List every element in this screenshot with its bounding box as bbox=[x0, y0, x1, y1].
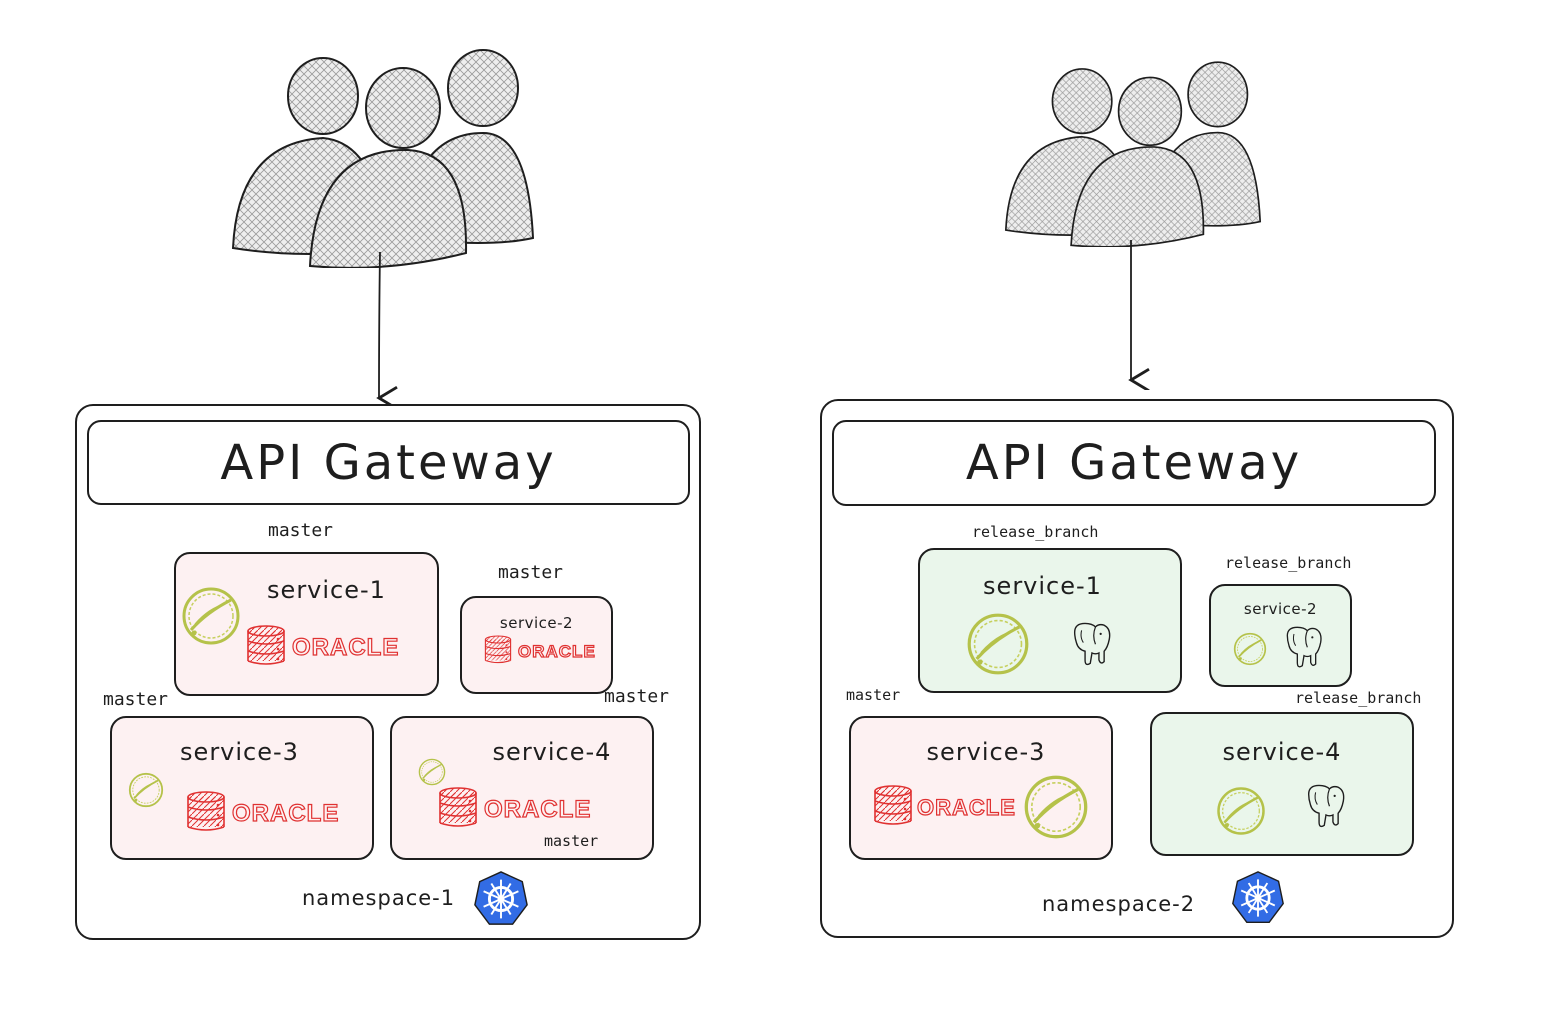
oracle-logo-text: ORACLE bbox=[484, 796, 591, 823]
branch-label-service-4: release_branch bbox=[1295, 689, 1422, 707]
service-3-card[interactable]: service-3 ORACLE bbox=[849, 716, 1113, 860]
branch-label-service-2: release_branch bbox=[1225, 554, 1352, 572]
service-4-card[interactable]: service-4 bbox=[1150, 712, 1414, 856]
service-3-title: service-3 bbox=[180, 738, 299, 766]
branch-label-service-4-inner: master bbox=[544, 832, 599, 850]
oracle-logo-text: ORACLE bbox=[232, 800, 339, 827]
namespace-1-label: namespace-1 bbox=[302, 886, 456, 910]
branch-label-service-2: master bbox=[498, 562, 564, 583]
api-gateway-title: API Gateway bbox=[965, 435, 1303, 491]
spring-leaf-icon bbox=[1024, 775, 1088, 839]
users-to-gateway-arrow bbox=[1128, 239, 1150, 390]
oracle-logo-text: ORACLE bbox=[917, 795, 1016, 820]
database-icon bbox=[874, 785, 912, 825]
branch-label-service-1: release_branch bbox=[972, 523, 1099, 541]
service-1-title: service-1 bbox=[983, 572, 1102, 600]
oracle-logo: ORACLE bbox=[916, 794, 1016, 820]
users-group-icon bbox=[232, 49, 534, 268]
service-4-title: service-4 bbox=[492, 738, 612, 766]
spring-leaf-icon bbox=[967, 613, 1029, 675]
oracle-logo: ORACLE bbox=[517, 641, 596, 661]
api-gateway-left[interactable]: API Gateway bbox=[87, 420, 690, 505]
service-3-card[interactable]: service-3 ORACLE bbox=[110, 716, 374, 860]
postgresql-elephant-icon bbox=[1286, 626, 1322, 668]
service-4-card[interactable]: service-4 ORACLE master bbox=[390, 716, 654, 860]
branch-label-service-3: master bbox=[846, 686, 901, 704]
kubernetes-icon bbox=[473, 870, 529, 926]
namespace-2-label: namespace-2 bbox=[1042, 892, 1196, 916]
api-gateway-right[interactable]: API Gateway bbox=[832, 420, 1436, 506]
oracle-logo-text: ORACLE bbox=[292, 634, 399, 661]
service-4-title: service-4 bbox=[1222, 738, 1342, 766]
service-2-title: service-2 bbox=[1243, 600, 1318, 618]
service-2-card[interactable]: service-2 ORACLE bbox=[460, 596, 613, 694]
api-gateway-title: API Gateway bbox=[220, 434, 557, 491]
branch-label-service-4: master bbox=[604, 686, 670, 707]
service-1-card[interactable]: service-1 bbox=[918, 548, 1182, 693]
oracle-logo: ORACLE bbox=[291, 633, 399, 661]
spring-leaf-icon bbox=[1233, 632, 1267, 666]
spring-leaf-icon bbox=[418, 758, 446, 786]
database-icon bbox=[247, 625, 285, 665]
spring-leaf-icon bbox=[128, 772, 164, 808]
spring-leaf-icon bbox=[1217, 787, 1265, 835]
postgresql-elephant-icon bbox=[1307, 784, 1345, 828]
oracle-logo: ORACLE bbox=[483, 795, 591, 823]
service-1-title: service-1 bbox=[267, 576, 386, 604]
service-2-card[interactable]: service-2 bbox=[1209, 584, 1352, 687]
branch-label-service-1: master bbox=[268, 520, 334, 541]
service-3-title: service-3 bbox=[926, 738, 1046, 766]
postgresql-elephant-icon bbox=[1073, 622, 1111, 666]
oracle-logo-text: ORACLE bbox=[518, 642, 596, 661]
service-2-title: service-2 bbox=[499, 614, 574, 632]
spring-leaf-icon bbox=[182, 587, 240, 645]
users-to-gateway-arrow bbox=[376, 251, 398, 410]
database-icon bbox=[187, 791, 225, 831]
oracle-logo: ORACLE bbox=[231, 799, 339, 827]
database-icon bbox=[439, 787, 477, 827]
database-icon bbox=[484, 635, 512, 664]
users-group-icon bbox=[1004, 61, 1262, 247]
branch-label-service-3: master bbox=[103, 689, 169, 710]
kubernetes-icon bbox=[1231, 870, 1285, 924]
service-1-card[interactable]: service-1 ORACLE bbox=[174, 552, 439, 696]
